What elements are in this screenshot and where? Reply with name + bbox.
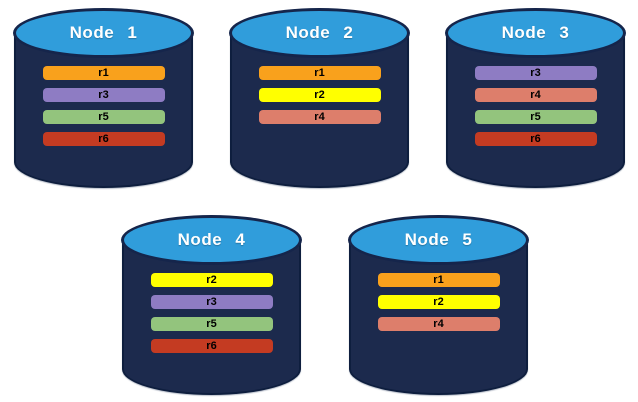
node-2-label: Node 2: [285, 23, 354, 42]
replica-bar-r6: r6: [150, 339, 273, 353]
node-3-cylinder-top: Node 3: [445, 8, 626, 58]
node-1-cylinder-top: Node 1: [13, 8, 194, 58]
replica-bar-r5: r5: [150, 317, 273, 331]
node-1-cylinder: Node 1 r1 r3 r5 r6: [13, 8, 194, 188]
node-5-label: Node 5: [404, 230, 473, 249]
replica-bar-r3: r3: [474, 66, 597, 80]
node-4-cylinder-top: Node 4: [121, 215, 302, 265]
replica-bar-r6: r6: [42, 132, 165, 146]
replica-bar-r3: r3: [42, 88, 165, 102]
replica-bar-r1: r1: [377, 273, 500, 287]
node-3-label: Node 3: [501, 23, 570, 42]
replica-bar-r3: r3: [150, 295, 273, 309]
node-2-cylinder: Node 2 r1 r2 r4: [229, 8, 410, 188]
node-1-replica-list: r1 r3 r5 r6: [42, 66, 165, 146]
node-3-cylinder: Node 3 r3 r4 r5 r6: [445, 8, 626, 188]
node-4-label: Node 4: [177, 230, 246, 249]
node-3-replica-list: r3 r4 r5 r6: [474, 66, 597, 146]
replica-bar-r4: r4: [377, 317, 500, 331]
replica-bar-r2: r2: [377, 295, 500, 309]
node-2-replica-list: r1 r2 r4: [258, 66, 381, 124]
replica-bar-r5: r5: [474, 110, 597, 124]
replica-bar-r5: r5: [42, 110, 165, 124]
node-5-cylinder-top: Node 5: [348, 215, 529, 265]
replica-bar-r2: r2: [258, 88, 381, 102]
node-4-cylinder: Node 4 r2 r3 r5 r6: [121, 215, 302, 395]
node-2-cylinder-top: Node 2: [229, 8, 410, 58]
node-5-cylinder: Node 5 r1 r2 r4: [348, 215, 529, 395]
replica-bar-r4: r4: [258, 110, 381, 124]
replica-bar-r1: r1: [258, 66, 381, 80]
replica-bar-r4: r4: [474, 88, 597, 102]
replica-bar-r2: r2: [150, 273, 273, 287]
node-5-replica-list: r1 r2 r4: [377, 273, 500, 331]
node-1-label: Node 1: [69, 23, 138, 42]
replica-bar-r1: r1: [42, 66, 165, 80]
node-4-replica-list: r2 r3 r5 r6: [150, 273, 273, 353]
replica-bar-r6: r6: [474, 132, 597, 146]
